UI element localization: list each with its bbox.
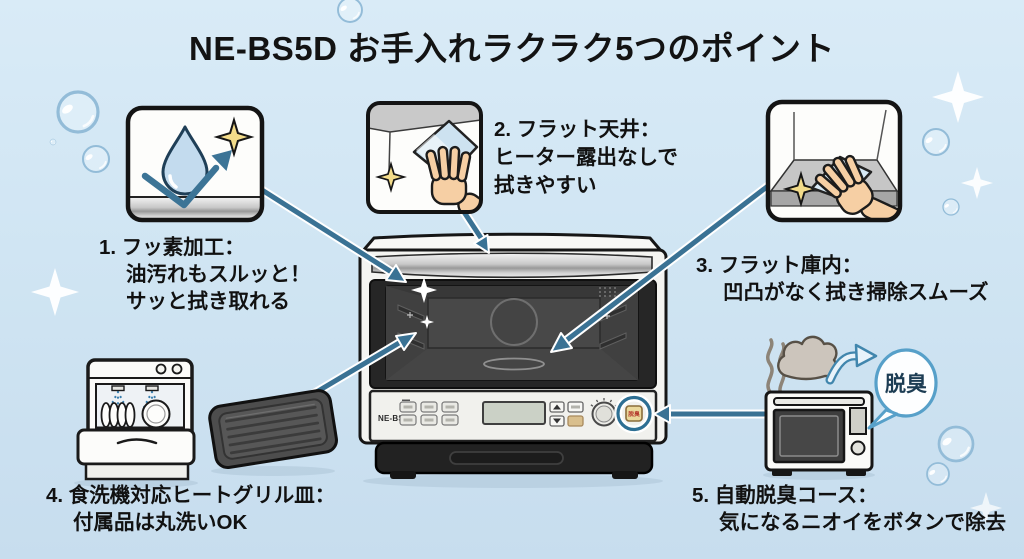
point-1-label: 1. フッ素加工： 油汚れもスルッと！ サッと拭き取れる (99, 234, 311, 315)
steam-cloud (777, 335, 838, 381)
deodorize-button: 脱臭 (625, 405, 643, 422)
point-3-heading: 3. フラット庫内： (696, 254, 863, 277)
arrow-point1-to-cavity (257, 185, 407, 283)
deodorize-highlight-ring (614, 393, 654, 434)
point-2-heading: 2. フラット天井： (494, 118, 661, 141)
water-droplet-icon (161, 125, 209, 196)
point-5-label: 5. 自動脱臭コース： 気になるニオイをボタンで除去 (692, 482, 1006, 536)
dishwasher-icon (76, 358, 196, 481)
page-title: NE-BS5D お手入れラクラク5つのポイント (189, 30, 835, 67)
point-4-label: 4. 食洗機対応ヒートグリル皿： 付属品は丸洗いOK (46, 482, 335, 536)
arrow-point3-to-floor (550, 181, 773, 353)
hand (814, 154, 874, 215)
point-2-line: ヒーター露出なしで (494, 146, 678, 169)
hand-wiping-ceiling-icon (366, 101, 483, 214)
oven-cavity (369, 277, 657, 389)
deodorize-speech-bubble: 脱臭 (867, 348, 938, 430)
model-label: NE-BS5D (378, 414, 415, 423)
hand-wiping-flat-cavity-icon (765, 99, 903, 223)
grill-tray-icon (208, 389, 338, 470)
speech-bubble-label: 脱臭 (885, 372, 927, 396)
hand (425, 145, 472, 206)
point-4-line: 付属品は丸洗いOK (73, 511, 248, 534)
display-screen (482, 401, 546, 425)
deodorize-button-label: 脱臭 (628, 410, 640, 418)
point-4-heading: 4. 食洗機対応ヒートグリル皿： (46, 484, 336, 507)
point-1-line: 油汚れもスルッと！ (126, 263, 311, 286)
control-panel: NE-BS5D (368, 389, 658, 443)
point-3-line: 凹凸がなく拭き掃除スムーズ (723, 281, 989, 304)
steam-icon (766, 335, 838, 398)
point-2-line: 拭きやすい (494, 174, 597, 197)
point-1-heading: 1. フッ素加工： (99, 236, 245, 259)
curved-arrow-to-bubble (825, 343, 878, 385)
point-5-line: 気になるニオイをボタンで除去 (719, 511, 1006, 534)
point-2-label: 2. フラット天井： ヒーター露出なしで 拭きやすい (494, 116, 678, 200)
arrow-point5-to-button (653, 404, 769, 424)
arrow-point2-to-ceiling (459, 207, 490, 254)
point-3-label: 3. フラット庫内： 凹凸がなく拭き掃除スムーズ (696, 252, 988, 306)
oven-base (374, 441, 654, 479)
mini-microwave-with-steam-icon: 脱臭 (764, 335, 938, 476)
panel-buttons (399, 401, 459, 426)
connector-arrows (257, 181, 773, 424)
point-5-heading: 5. 自動脱臭コース： (692, 484, 878, 507)
point-1-line: サッと拭き取れる (126, 290, 290, 313)
main-microwave-illustration: NE-BS5D (358, 232, 668, 479)
fluorine-coating-icon (125, 105, 265, 223)
